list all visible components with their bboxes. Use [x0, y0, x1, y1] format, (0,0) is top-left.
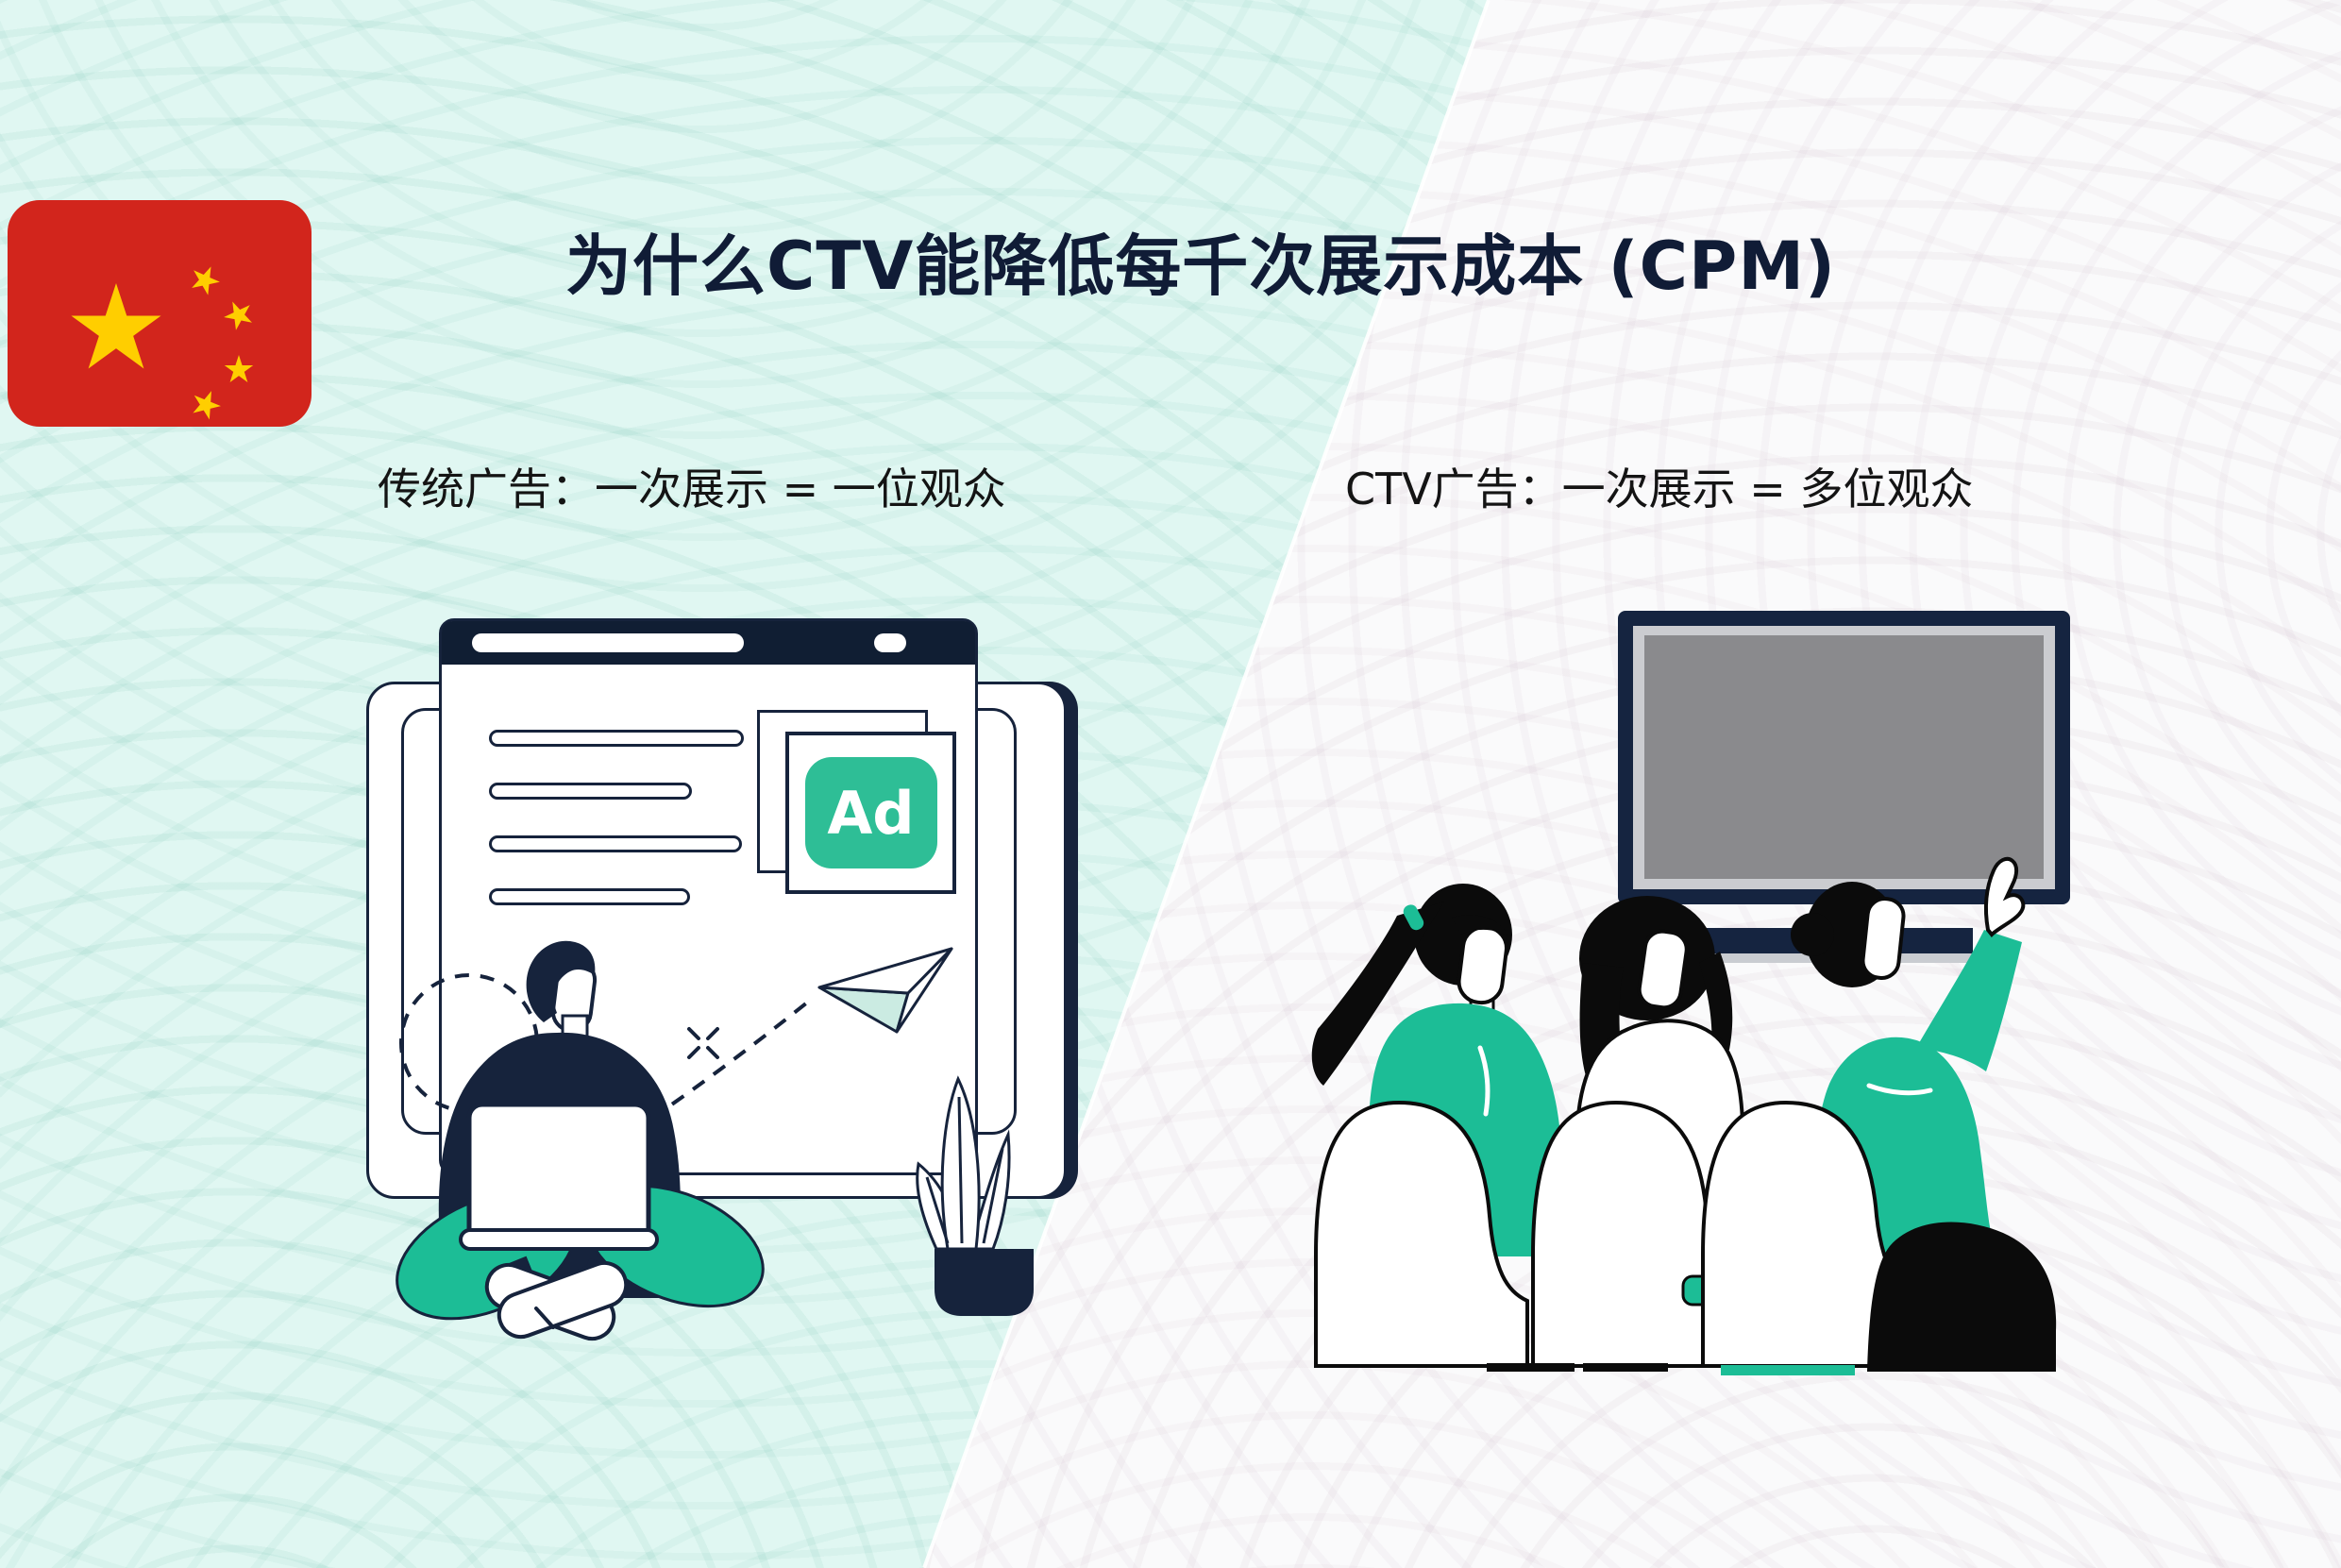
plant-pot [935, 1249, 1034, 1316]
page-title: 为什么CTV能降低每千次展示成本 (CPM) [565, 228, 1836, 305]
hair-bun [1791, 913, 1834, 956]
text-line [489, 730, 744, 747]
caption-ctv: CTV广告：一次展示 = 多位观众 [1345, 464, 1974, 514]
illustration-ctv [1303, 604, 2341, 1379]
chair [1314, 1100, 1529, 1368]
laptop-screen [466, 1102, 651, 1251]
legs-pants [1867, 1222, 2057, 1372]
ponytail [1311, 902, 1444, 1086]
tv-audience-scene [1311, 611, 2070, 1375]
caption-traditional: 传统广告：一次展示 = 一位观众 [378, 464, 1006, 514]
text-line [489, 888, 690, 905]
plant-icon [916, 1075, 1034, 1316]
shoe [497, 1260, 629, 1340]
face [1457, 925, 1508, 1005]
bangs [1452, 915, 1508, 936]
ad-badge: Ad [804, 757, 937, 868]
person-with-laptop [396, 940, 765, 1341]
browser-topbar [442, 621, 975, 665]
address-bar [472, 633, 744, 652]
sparkle-x-icon [687, 1027, 719, 1059]
raised-arm [1916, 930, 2022, 1071]
laptop-base [459, 1228, 659, 1251]
hair-right [1699, 952, 1733, 1059]
hair [526, 940, 596, 1022]
text-line [489, 783, 692, 800]
tv-screen [1644, 635, 2044, 879]
text-line [489, 835, 742, 852]
chair-base [1583, 1363, 1668, 1372]
ad-card: Ad [785, 732, 956, 894]
chair-base [1871, 1363, 1957, 1372]
chair-base [1487, 1363, 1575, 1372]
face [1861, 897, 1906, 980]
hair-tie [1403, 904, 1424, 931]
pointing-hand [1984, 856, 2026, 937]
china-flag-icon [8, 200, 312, 427]
paper-plane-icon [817, 947, 953, 1034]
tv-frame [1618, 611, 2070, 904]
browser-button [874, 633, 906, 652]
teal-floor-strip [1721, 1365, 1855, 1375]
illustration-traditional: Ad [359, 604, 1076, 1374]
face [1637, 929, 1689, 1010]
